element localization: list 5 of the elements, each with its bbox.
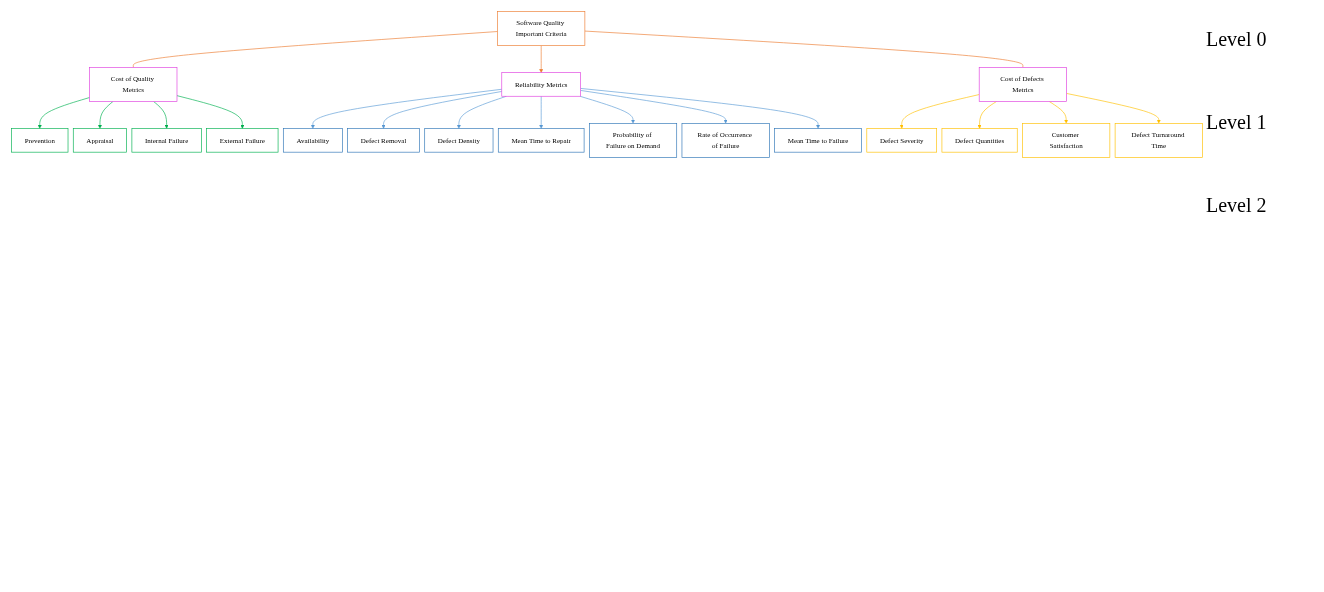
level-label: Level 2 [1206,194,1268,217]
level-label: Level 1 [1206,111,1268,134]
connector [584,30,1024,68]
connector [132,31,498,68]
level-label: Level 0 [1206,28,1268,51]
